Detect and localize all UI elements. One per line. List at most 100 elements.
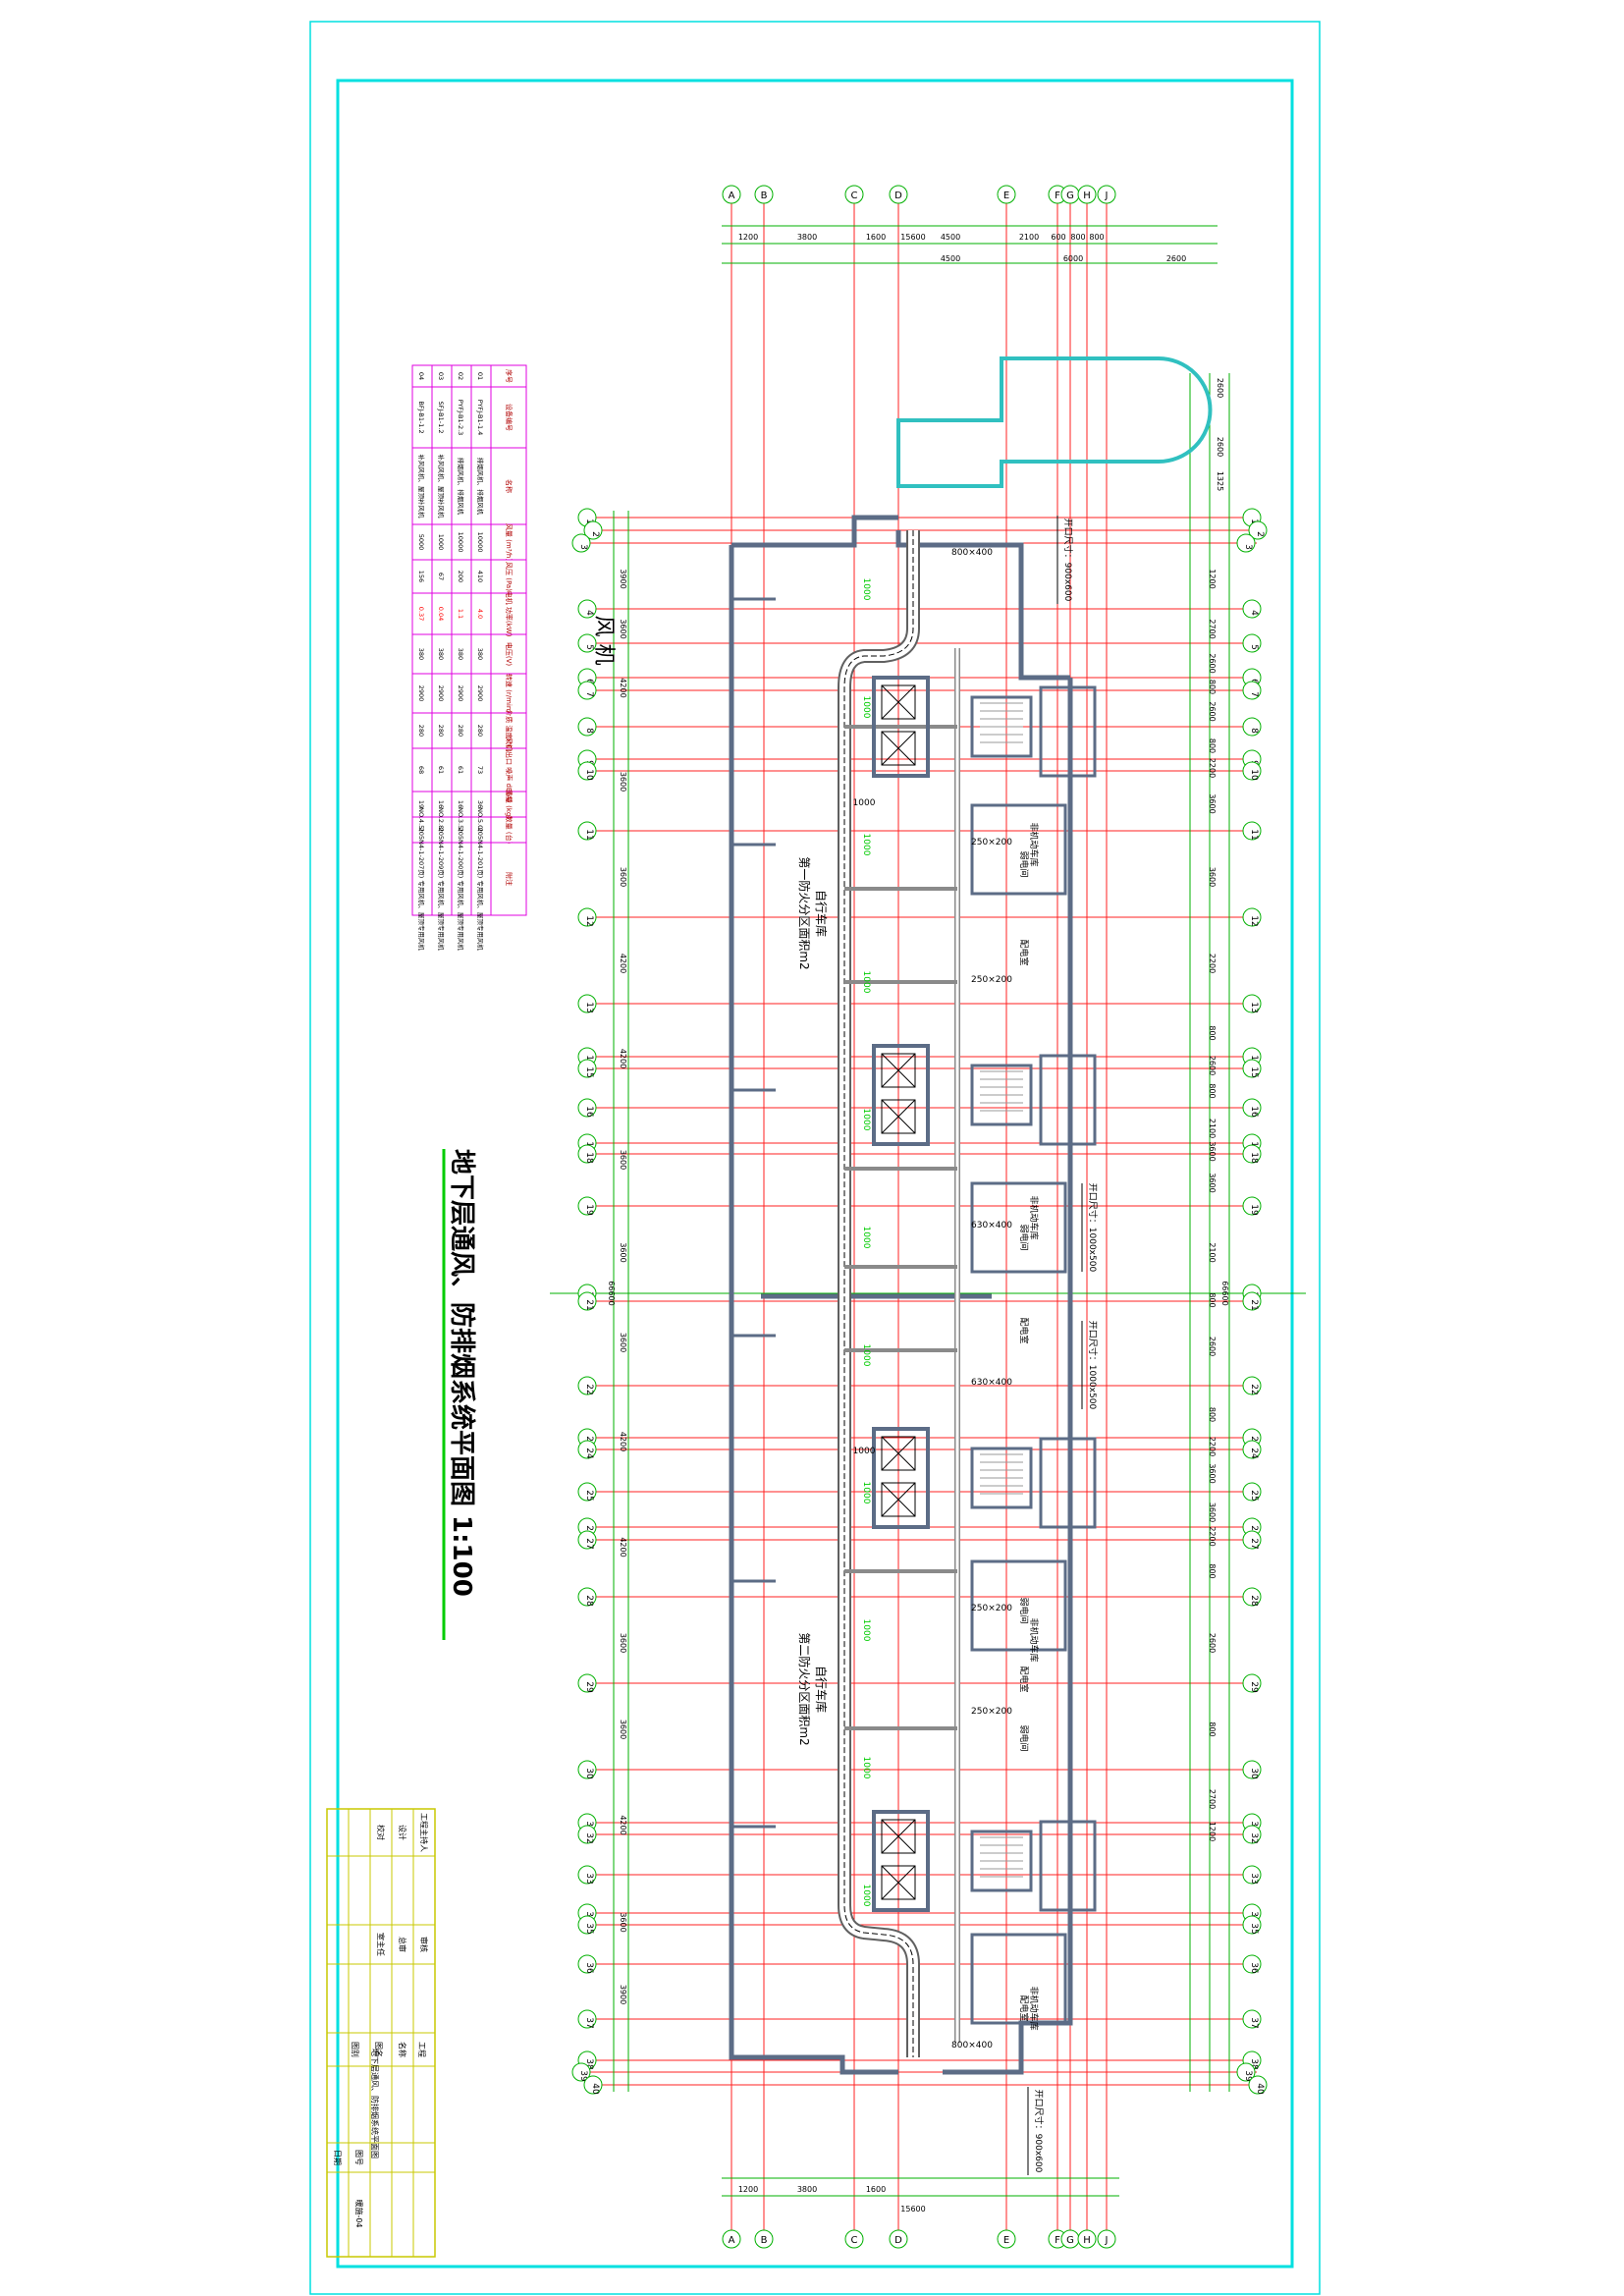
dim-text-right: 2100 (1208, 1119, 1217, 1138)
flow-annotation: 1000 (861, 578, 871, 601)
flow-annotation: 1000 (861, 696, 871, 719)
table-header-cell: 转速 (r/min) (505, 674, 514, 713)
axis-bubble-row (577, 1482, 597, 1502)
axis-label-row: 3 (1243, 544, 1253, 550)
outer-frame (309, 21, 1321, 2295)
table-data-cell: 410 (476, 571, 484, 582)
table-header-cell: 附注 (505, 872, 514, 886)
axis-bubble-row (577, 1144, 597, 1164)
dim-text-top: 4500 (941, 233, 960, 242)
dim-text-top: 15600 (900, 233, 925, 242)
axis-label-row: 39 (578, 2070, 588, 2082)
room-label-weak: 弱电间 (1018, 1724, 1030, 1751)
axis-bubble-col (844, 185, 864, 204)
titleblock-text: 图号 (354, 2150, 363, 2165)
axis-label-row: 16 (584, 1106, 594, 1118)
axis-bubble-col (844, 2229, 864, 2249)
opening-label: 开口尺寸：900x600 (1033, 2090, 1045, 2173)
duct-size-label: 630×400 (971, 1221, 1012, 1230)
dim-text-side: 2600 (1216, 437, 1224, 457)
axis-label-col: D (894, 191, 902, 201)
annotations: 630×400630×400800×400800×40010001000250×… (797, 516, 1099, 2175)
elevator-x (881, 1865, 916, 1900)
table-data-cell: 380 (476, 648, 484, 660)
stair-room (970, 1447, 1033, 1509)
axis-label-row: 28 (1249, 1595, 1259, 1607)
dim-text-side: 2600 (1216, 378, 1224, 398)
table-data-cell: 19 (417, 800, 425, 808)
table-data-cell: 01 (476, 372, 484, 380)
room-label-storage: 非机动车库 (1028, 1986, 1040, 2030)
table-data-cell: 5000 (417, 534, 425, 551)
axis-bubble-col (722, 2229, 741, 2249)
axis-label-row: 21 (1249, 1299, 1259, 1310)
duct-size-label: 1000 (853, 1447, 876, 1456)
axis-bubble-row (1242, 821, 1262, 841)
axis-bubble-col (997, 2229, 1016, 2249)
table-data-cell: 1.1 (457, 609, 464, 619)
table-data-cell: 04 (417, 372, 425, 380)
dim-text-top2: 4500 (941, 254, 960, 263)
duct-size-label: 630×400 (971, 1378, 1012, 1388)
grid-lines (589, 196, 1257, 2237)
table-data-cell: 03 (437, 372, 445, 380)
axis-label-row: 7 (584, 691, 594, 697)
axis-label-row: 21 (584, 1299, 594, 1310)
dim-text-left: 3600 (619, 772, 627, 792)
axis-label-col: G (1066, 2235, 1074, 2246)
axis-bubble-row (577, 1059, 597, 1078)
dim-text-right: 3600 (1208, 867, 1217, 887)
axis-label-row: 19 (584, 1204, 594, 1216)
equip-room (970, 803, 1067, 896)
axis-label-col: H (1083, 191, 1091, 201)
axis-label-row: 38 (1249, 2058, 1259, 2070)
axis-bubble-row (1242, 1196, 1262, 1216)
axis-bubble-row (583, 2075, 603, 2095)
axis-bubble-row (1242, 1144, 1262, 1164)
axis-label-col: B (761, 2235, 768, 2246)
elevator-x (881, 1099, 916, 1134)
dim-text-right: 2200 (1208, 758, 1217, 778)
axis-label-row: 36 (584, 1962, 594, 1974)
axis-label-col: D (894, 2235, 902, 2246)
axis-label-row: 8 (1249, 728, 1259, 734)
axis-label-row: 13 (1249, 1002, 1259, 1012)
axis-label-col: A (729, 191, 735, 201)
dim-text-top: 800 (1089, 233, 1104, 242)
duct-size-label: 250×200 (971, 1707, 1012, 1717)
axis-label-row: 3 (578, 544, 588, 550)
axis-label-col: F (1055, 2235, 1060, 2246)
dim-text-left: 4200 (619, 678, 627, 697)
dim-text-right: 2600 (1208, 1056, 1217, 1075)
dim-text-right: 2600 (1208, 1337, 1217, 1356)
dim-text-right: 3600 (1208, 1463, 1217, 1483)
axis-label-row: 12 (1249, 915, 1259, 926)
inner-frame (336, 79, 1294, 2269)
table-data-cell: 200 (457, 571, 464, 582)
flow-annotation: 1000 (861, 1227, 871, 1249)
stair-room (970, 1830, 1033, 1892)
titleblock-text: 图别 (351, 2042, 359, 2057)
axis-bubble-row (1236, 533, 1256, 553)
axis-bubble-row (1248, 2075, 1268, 2095)
dim-text-right: 2200 (1208, 1437, 1217, 1456)
side-room (1039, 1820, 1097, 1912)
axis-label-row: 7 (1249, 691, 1259, 697)
axis-label-row: 22 (584, 1384, 594, 1394)
dim-text-right: 800 (1208, 1563, 1217, 1578)
table-header-cell: 名称 (505, 479, 514, 493)
axis-bubble-row (577, 1673, 597, 1693)
axis-label-col: E (1003, 2235, 1009, 2246)
axis-bubbles: AABBCCDDEEFFGGHHJJ1122334455667788991010… (571, 185, 1268, 2249)
room-label-weak: 弱电间 (1018, 1224, 1030, 1250)
axis-bubble-row (577, 1954, 597, 1974)
titleblock-text: 室主任 (376, 1933, 386, 1956)
room-label-transformer: 配电室 (1018, 1666, 1030, 1692)
axis-label-row: 1 (584, 519, 594, 524)
axis-label-row: 40 (590, 2083, 600, 2095)
axis-label-row: 11 (1249, 829, 1259, 840)
axis-bubble-row (571, 2062, 591, 2082)
table-data-cell: 380 (417, 648, 425, 660)
table-data-cell: 67 (437, 573, 445, 580)
titleblock-text: 校对 (376, 1825, 386, 1840)
